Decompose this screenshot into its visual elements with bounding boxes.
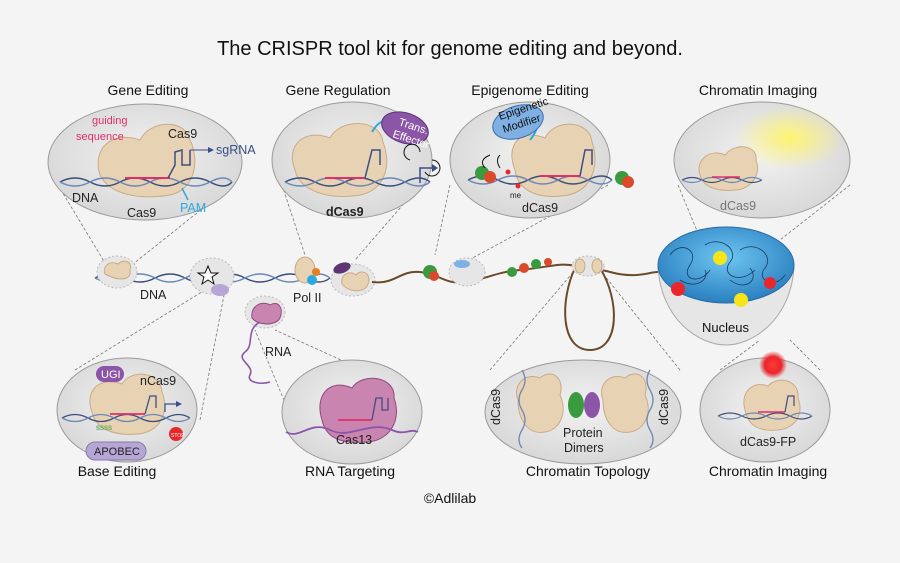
connector-lines (57, 184, 851, 421)
protein-dimer-right (584, 392, 600, 418)
fluorescence-glow (735, 106, 845, 170)
dcas9-label-epi: dCas9 (522, 201, 558, 215)
dcas9-label: dCas9 (326, 205, 364, 219)
dcas9-topology-left: dCas9 (489, 389, 503, 425)
promoter-arrow-icon (419, 167, 432, 183)
cas9-bottom-label: Cas9 (127, 206, 156, 220)
fluorescent-protein-icon (759, 351, 787, 379)
chromatin-imaging-bottom-heading: Chromatin Imaging (709, 463, 827, 479)
me-label: me (510, 191, 522, 200)
dcas9-topology-right: dCas9 (657, 389, 671, 425)
chromatin-imaging-bottom-panel: dCas9-FP Chromatin Imaging (699, 351, 831, 479)
curved-arrow-icon (403, 143, 421, 161)
yellow-marker (713, 251, 727, 265)
cas9-top-label: Cas9 (168, 127, 197, 141)
protein-label-1: Protein (563, 426, 603, 440)
rna-strand (241, 321, 271, 384)
nucleus-label: Nucleus (702, 320, 749, 335)
red-marker (671, 282, 685, 296)
ugi-label: UGI (101, 369, 121, 381)
copyright-label: ©Adlilab (424, 490, 477, 506)
epigenetic-modifier-shape (492, 104, 544, 140)
dcas9fp-label: dCas9-FP (740, 435, 796, 449)
apobec-label: APOBEC (94, 446, 140, 458)
gene-editing-panel: Gene Editing guiding sequence Cas9 sgRNA… (47, 82, 256, 221)
dcas9-label-imaging-top: dCas9 (720, 199, 756, 213)
chromatin-topology-panel: dCas9 dCas9 Protein Dimers Chromatin Top… (484, 359, 682, 479)
center-rna-label: RNA (265, 345, 292, 359)
trans-effector-shape (381, 111, 429, 145)
stop-sign-icon (169, 427, 183, 441)
figure-title: The CRISPR tool kit for genome editing a… (217, 38, 683, 60)
protein-dimer-left (568, 392, 584, 418)
base-editing-heading: Base Editing (78, 463, 157, 479)
epigenome-editing-panel: Epigenome Editing Epigenetic Modifier me… (449, 82, 634, 219)
ugi-shape (96, 366, 124, 382)
cas13-label: Cas13 (336, 433, 372, 447)
gene-regulation-heading: Gene Regulation (285, 82, 390, 98)
chromatin-imaging-top-panel: Chromatin Imaging dCas9 (673, 82, 851, 219)
rna-targeting-panel: Cas13 RNA Targeting (281, 359, 423, 479)
guiding-label-1: guiding (92, 115, 127, 127)
stop-label: STOP (171, 433, 185, 439)
chromatin-fiber (371, 263, 666, 284)
ncas9-label: nCas9 (140, 374, 176, 388)
dna-label: DNA (72, 191, 99, 205)
pol2-label: Pol II (293, 291, 322, 305)
nucleus-panel: Nucleus (657, 226, 795, 346)
base-editing-panel: UGI nCas9 APOBEC ssss STOP Base Editing (56, 357, 198, 479)
gene-regulation-panel: Gene Regulation Trans. Effector dCas9 (271, 82, 441, 219)
star-icon (196, 264, 220, 286)
center-dna-label: DNA (140, 288, 167, 302)
gene-editing-heading: Gene Editing (108, 82, 189, 98)
epigenome-editing-heading: Epigenome Editing (471, 82, 589, 98)
chromatin-loop (564, 267, 615, 352)
guiding-label-2: sequence (76, 131, 124, 143)
apobec-shape (85, 441, 147, 461)
chromatin-topology-heading: Chromatin Topology (526, 463, 650, 479)
genome-track: DNA Pol II RNA (94, 255, 666, 384)
sgrna-label: sgRNA (216, 143, 256, 157)
chromatin-imaging-top-heading: Chromatin Imaging (699, 82, 817, 98)
svg-text:ssss: ssss (96, 423, 112, 432)
protein-label-2: Dimers (564, 441, 604, 455)
arrow-icon (208, 147, 214, 153)
rna-targeting-heading: RNA Targeting (305, 463, 395, 479)
pam-label: PAM (180, 201, 206, 215)
